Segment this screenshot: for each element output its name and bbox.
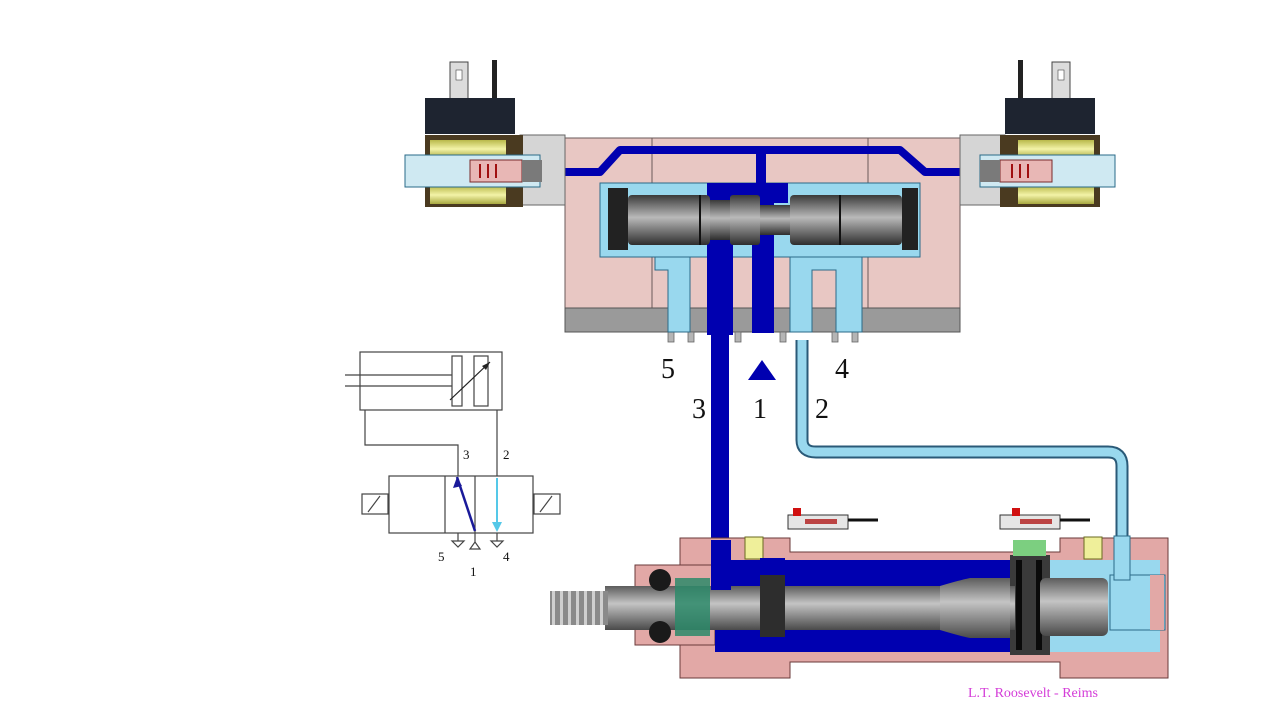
credit-text: L.T. Roosevelt - Reims	[968, 686, 1098, 701]
iso-symbol	[345, 351, 561, 550]
sensor-right	[999, 508, 1090, 530]
symbol-port-label-5: 5	[438, 549, 445, 564]
solenoid-valve	[404, 60, 1116, 343]
symbol-port-label-2: 2	[503, 447, 510, 462]
valve-spool	[608, 188, 918, 250]
symbol-port-label-3: 3	[463, 447, 470, 462]
pneumatic-cylinder	[550, 535, 1169, 679]
port-label-4: 4	[835, 354, 849, 385]
tube-port-3	[711, 335, 729, 575]
port-label-5: 5	[661, 354, 675, 385]
left-solenoid	[404, 60, 566, 207]
sensor-left	[787, 508, 878, 530]
port-label-1: 1	[753, 394, 767, 425]
symbol-cylinder	[359, 351, 503, 411]
symbol-port-label-1: 1	[470, 564, 477, 579]
tube-port-2	[795, 340, 1129, 540]
supply-arrow-icon	[748, 360, 776, 380]
symbol-port-label-4: 4	[503, 549, 510, 564]
port-label-3: 3	[692, 394, 706, 425]
right-solenoid	[959, 60, 1116, 207]
port-label-2: 2	[815, 394, 829, 425]
rod-thread	[550, 591, 608, 625]
